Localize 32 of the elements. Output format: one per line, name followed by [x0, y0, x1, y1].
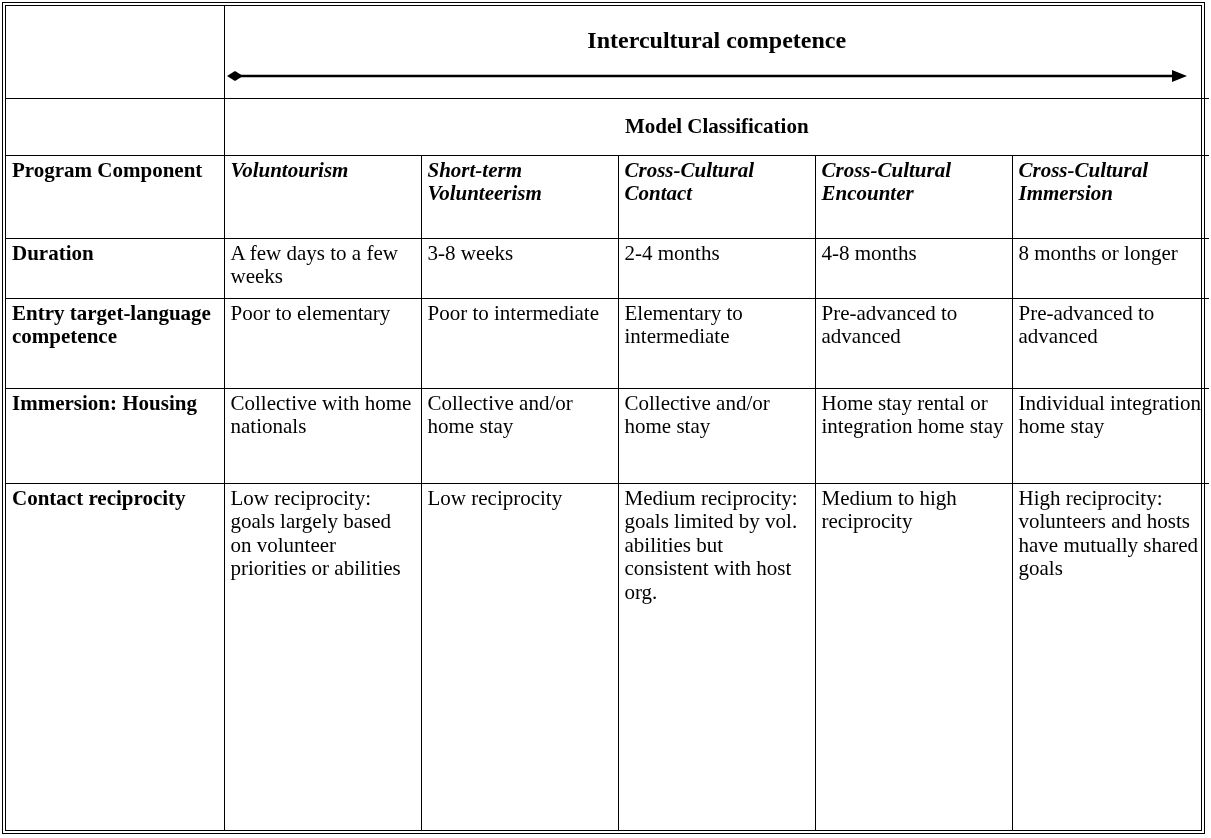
section-heading: Model Classification: [624, 113, 809, 138]
column-heading: Short-term Volunteerism: [427, 157, 542, 205]
table-text: Collective with home nationals: [230, 390, 412, 438]
column-heading: Cross-Cultural Encounter: [821, 157, 952, 205]
table-text: Poor to intermediate: [427, 300, 599, 325]
table-text: Pre-advanced to advanced: [821, 300, 958, 348]
table-text: 8 months or longer: [1018, 240, 1178, 265]
column-heading: Cross-Cultural Immersion: [1018, 157, 1149, 205]
table-text: Collective and/or home stay: [624, 390, 770, 438]
table-text: Individual integration home stay: [1018, 390, 1202, 438]
table-text: A few days to a few weeks: [230, 240, 398, 288]
row-heading: Duration: [12, 240, 94, 265]
row-heading: Program Component: [12, 157, 203, 182]
table-text: 3-8 weeks: [427, 240, 514, 265]
table-text: High reciprocity: volunteers and hosts have mutually shared goals: [1018, 485, 1199, 581]
table-text: Medium to high reciprocity: [821, 485, 957, 533]
column-heading: Cross-Cultural Contact: [624, 157, 755, 205]
table-text: Pre-advanced to advanced: [1018, 300, 1155, 348]
table-title: Intercultural competence: [587, 27, 847, 54]
table-text: Collective and/or home stay: [427, 390, 573, 438]
table-text: 4-8 months: [821, 240, 917, 265]
table-text: Low reciprocity: goals largely based on volunteer priorities or abilities: [230, 485, 401, 581]
table-text: Elementary to intermediate: [624, 300, 743, 348]
table-text: 2-4 months: [624, 240, 720, 265]
column-heading: Voluntourism: [230, 157, 349, 182]
row-heading: Immersion: Housing: [12, 390, 197, 415]
table-text: Medium reciprocity: goals limited by vol. abilities but consistent with host org.: [624, 485, 798, 604]
row-heading: Entry target-language competence: [12, 300, 211, 348]
row-heading: Contact reciprocity: [12, 485, 186, 510]
table-text: Poor to elementary: [230, 300, 391, 325]
table-text: Low reciprocity: [427, 485, 563, 510]
table-text: Home stay rental or integration home stay: [821, 390, 1004, 438]
